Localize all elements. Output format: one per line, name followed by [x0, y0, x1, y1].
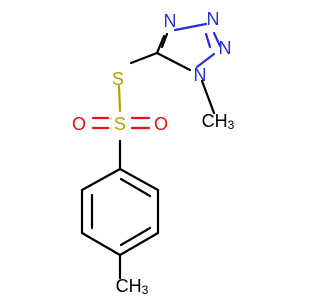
methyl-right-main: CH	[202, 111, 228, 131]
bond-lines	[80, 22, 222, 280]
methyl-bottom-subscript: 3	[142, 283, 149, 297]
methyl-bottom-main: CH	[116, 276, 142, 296]
thioether-sulfur-label: S	[112, 69, 124, 89]
ring-bond-top-left	[80, 167, 122, 192]
bond-n3-n2-double	[204, 32, 212, 49]
bond-c5-s1	[129, 51, 159, 65]
bond-c5-n1	[155, 51, 192, 72]
nitrogen-label-3: N	[207, 9, 220, 29]
ring-inner-bottom-right	[119, 226, 152, 247]
nitrogen-label-2: N	[219, 38, 232, 58]
methyl-label-right: CH3	[202, 111, 235, 132]
bond-n4-n3	[173, 22, 208, 32]
methyl-right-subscript: 3	[228, 118, 235, 132]
bond-n2-n1	[195, 52, 216, 69]
ring-bond-bottom-right	[118, 231, 160, 257]
methyl-label-bottom: CH3	[116, 276, 149, 297]
bond-c5-n4-double	[160, 32, 169, 49]
oxygen-label-left: O	[72, 114, 86, 134]
ring-bond-top-right	[118, 167, 160, 192]
sulfonyl-sulfur-label: S	[114, 114, 126, 134]
oxygen-label-right: O	[154, 114, 168, 134]
nitrogen-label-1: N	[194, 65, 207, 85]
bond-n1-methyl	[200, 79, 216, 115]
nitrogen-label-4: N	[164, 11, 177, 31]
atom-labels: N N N N S S O O CH3 CH3	[72, 9, 235, 297]
bond-c5-n4	[155, 34, 166, 55]
bond-n3-n2	[212, 31, 222, 48]
bond-s1-s2	[117, 84, 122, 113]
ring-bond-bottom-left	[80, 231, 122, 257]
chemical-structure: N N N N S S O O CH3 CH3	[72, 9, 235, 297]
ring-inner-top-right	[119, 177, 152, 198]
